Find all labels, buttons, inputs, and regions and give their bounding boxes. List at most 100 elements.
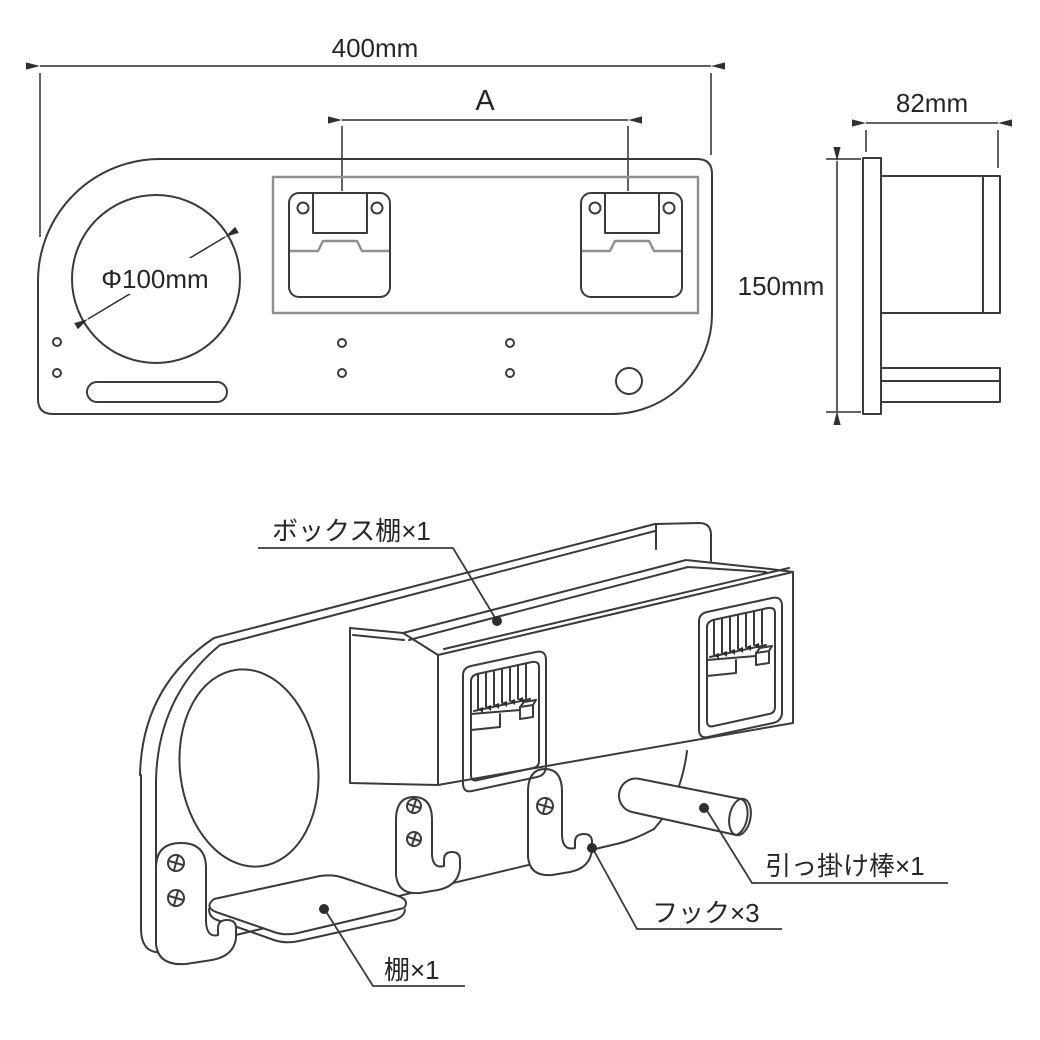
box-opening-right <box>698 596 783 739</box>
hook-right <box>527 768 593 877</box>
hook-middle-outline <box>395 796 461 895</box>
rod-leader <box>705 808 948 884</box>
hook-right-outline <box>527 768 593 877</box>
bracket-right-latch <box>604 193 660 234</box>
shelf-plate-thickness <box>208 908 406 944</box>
bracket-left-latch <box>312 193 368 234</box>
shelf-slot <box>86 381 228 403</box>
mount-area-rect <box>271 175 700 315</box>
label-rod: 引っ掛け棒×1 <box>699 803 948 884</box>
hook-middle <box>395 796 461 895</box>
dim-label-400: 400mm <box>332 33 419 63</box>
screw-hole <box>52 368 62 378</box>
opening-left-teeth-tips <box>478 697 523 713</box>
iso-panel-top-inner <box>155 530 656 781</box>
dimension-height: 150mm <box>738 147 861 425</box>
hook-leader <box>592 848 782 930</box>
bracket-left-hole-1 <box>296 201 310 215</box>
label-hook: フック×3 <box>587 843 782 930</box>
bracket-right-hole-2 <box>662 201 676 215</box>
box-fill <box>350 560 793 785</box>
hook-label: フック×3 <box>652 898 760 928</box>
screw-hole <box>505 338 515 348</box>
box-shelf-leader <box>258 547 498 622</box>
opening-right-inner <box>706 606 776 728</box>
diameter-label-bg <box>90 258 220 294</box>
opening-left-comb <box>473 663 531 712</box>
dim-label-a: A <box>475 85 495 117</box>
hook-left-outline <box>155 842 237 966</box>
box-opening-left <box>462 650 547 793</box>
side-shelf <box>880 367 1001 403</box>
isometric-view: ボックス棚×1 引っ掛け棒×1 フック×3 棚×1 <box>139 516 948 987</box>
side-shelf-bottom <box>880 380 1001 403</box>
dim-ext-400 <box>39 73 712 237</box>
shelf-dot <box>319 904 329 914</box>
box-shelf <box>349 522 794 793</box>
bracket-right-frame <box>580 192 683 298</box>
side-shelf-top <box>880 367 1001 382</box>
opening-left-inner <box>470 660 540 782</box>
bracket-left-step <box>290 239 389 253</box>
side-back-plate <box>862 157 882 415</box>
rod-end-cap <box>728 797 752 837</box>
hook-dot <box>587 843 597 853</box>
hanging-rod <box>618 777 752 837</box>
bracket-right <box>580 192 683 298</box>
screw-hole <box>505 368 515 378</box>
shelf-plate-outline <box>208 874 407 936</box>
iso-panel-top-edge <box>139 523 656 776</box>
diameter-label: Φ100mm <box>101 264 208 294</box>
box-shelf-dot <box>492 616 502 626</box>
opening-right-cube <box>755 645 773 666</box>
opening-right-teeth-tips <box>714 643 759 659</box>
iso-hole-ellipse <box>178 668 320 868</box>
shelf-label: 棚×1 <box>384 955 440 985</box>
bracket-left <box>288 192 391 298</box>
opening-right-outer <box>698 596 783 739</box>
rod-body <box>618 777 749 836</box>
opening-right-step <box>706 655 757 677</box>
dimension-width: 400mm <box>26 33 725 237</box>
dimension-depth: 82mm <box>852 88 1012 168</box>
bracket-left-hole-2 <box>370 201 384 215</box>
shelf-plate <box>208 874 407 944</box>
dim-ext-82 <box>865 130 999 168</box>
panel-holes <box>52 337 643 403</box>
opening-left-step <box>470 709 521 731</box>
dimension-span-a: A <box>328 85 642 191</box>
screw-hole <box>337 368 347 378</box>
label-box-shelf: ボックス棚×1 <box>258 516 502 626</box>
bracket-left-frame <box>288 192 391 298</box>
opening-right-comb <box>709 609 767 658</box>
screw-icon <box>536 797 554 815</box>
corner-hole <box>615 367 643 395</box>
side-view: 82mm 150mm <box>738 88 1012 425</box>
side-box-body <box>880 175 1001 314</box>
dim-label-150: 150mm <box>738 271 825 301</box>
rod-label: 引っ掛け棒×1 <box>765 851 925 881</box>
hole-circle: Φ100mm <box>71 194 241 364</box>
hole-outline <box>71 194 241 364</box>
opening-left-cube <box>519 699 537 720</box>
label-shelf: 棚×1 <box>319 904 465 987</box>
dim-ext-150 <box>826 158 861 413</box>
panel-tab <box>655 522 712 562</box>
rod-dot <box>699 803 709 813</box>
box-shelf-label: ボックス棚×1 <box>272 516 431 546</box>
hook-left <box>155 842 237 966</box>
opening-left-outer <box>462 650 547 793</box>
bracket-right-step <box>582 239 681 253</box>
dim-label-82: 82mm <box>896 88 968 118</box>
panel-outline <box>37 158 713 415</box>
screw-hole <box>337 338 347 348</box>
screw-icon <box>406 798 422 847</box>
box-front-face <box>437 571 794 786</box>
screw-icon <box>167 854 185 907</box>
box-top-rims <box>402 559 794 650</box>
shelf-leader <box>324 909 465 987</box>
screw-hole <box>52 337 62 347</box>
front-view: 400mm A <box>26 33 725 415</box>
side-box <box>880 175 1001 314</box>
